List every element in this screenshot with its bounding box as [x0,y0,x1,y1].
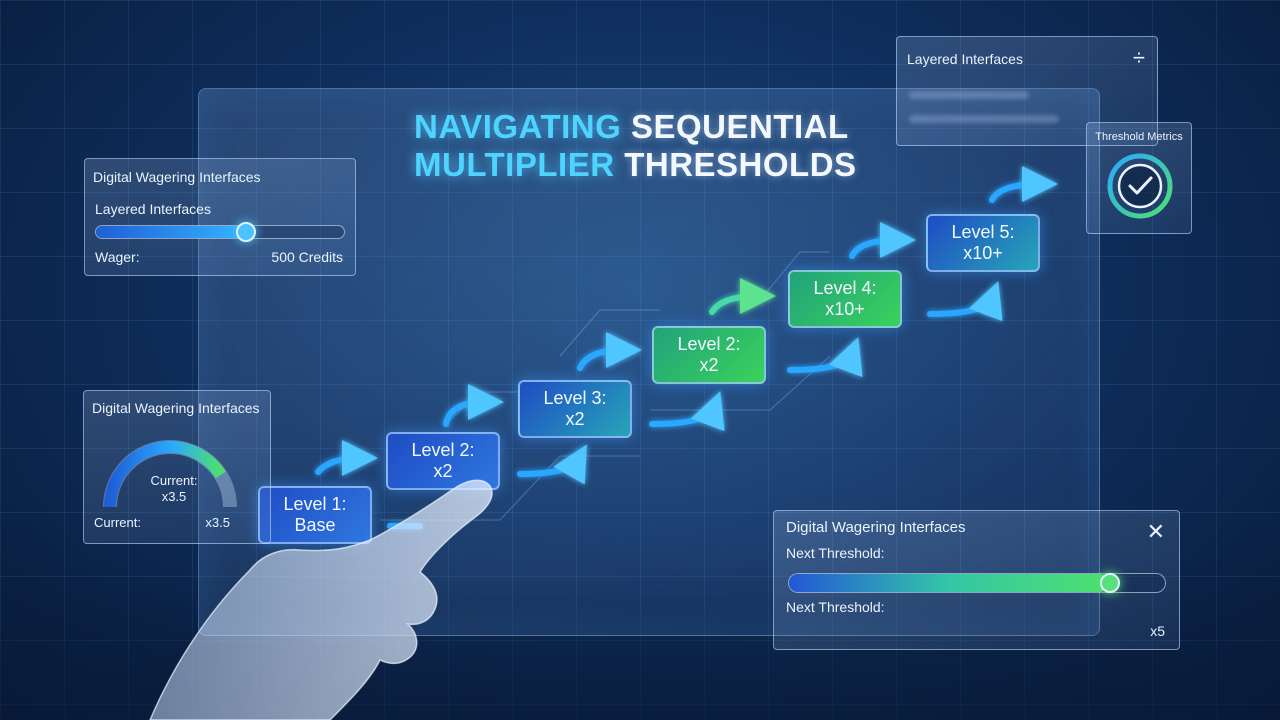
level-step-multiplier: x2 [565,409,585,429]
connector-line [650,355,831,411]
gauge-readout: Current: x3.5 [140,473,208,505]
wager-slider-handle[interactable] [235,222,256,242]
checkmark-icon [1107,153,1173,219]
page-title: NAVIGATING SEQUENTIAL MULTIPLIER THRESHO… [414,108,884,184]
wager-label: Wager: [95,249,140,265]
level-step-multiplier: x10+ [963,243,1003,263]
level-step-2[interactable]: Level 2: x2 [386,432,500,490]
arrow-up-4 [709,278,776,315]
level-step-multiplier: x2 [699,355,719,375]
blurred-text-line [909,115,1059,123]
next-threshold-label: Next Threshold: [786,545,885,561]
level-step-multiplier: x10+ [825,299,865,319]
current-multiplier-panel: Digital Wagering Interfaces Current: x3.… [83,390,271,544]
wager-slider[interactable] [95,222,345,242]
next-threshold-value: x5 [1150,623,1165,639]
title-word-multiplier: MULTIPLIER [414,146,615,183]
level-step-3[interactable]: Level 3: x2 [518,380,632,438]
level-step-4[interactable]: Level 2: x2 [652,326,766,384]
next-threshold-row: Next Threshold: x5 [786,599,1165,639]
next-threshold-panel: Digital Wagering Interfaces ✕ Next Thres… [773,510,1180,650]
layered-panel-title: Layered Interfaces [907,51,1023,67]
level-step-6[interactable]: Level 5: x10+ [926,214,1040,272]
wager-panel-title: Digital Wagering Interfaces [93,169,261,185]
arrow-low-3 [649,391,725,432]
connector-line [559,309,660,357]
level-step-label: Level 3: [543,388,607,408]
next-threshold-progress[interactable] [788,573,1166,593]
level-step-label: Level 4: [813,278,877,298]
blurred-text-line [909,91,1029,99]
next-panel-title: Digital Wagering Interfaces [786,519,966,536]
level-step-label: Level 2: [677,334,741,354]
next-threshold-fill [789,574,1109,592]
next-threshold-label-bottom: Next Threshold: [786,599,885,615]
arrow-low-2 [517,444,587,485]
level-step-label: Level 2: [411,440,475,460]
current-value: x3.5 [205,515,230,530]
gauge-readout-label: Current: [150,473,198,488]
wager-row: Wager: 500 Credits [95,249,343,265]
title-word-thresholds: THRESHOLDS [624,146,857,183]
arrow-up-5 [849,222,916,259]
next-threshold-handle[interactable] [1099,573,1120,593]
arrow-up-3 [577,332,642,371]
title-word-sequential: SEQUENTIAL [630,108,849,145]
gauge-panel-title: Digital Wagering Interfaces [92,400,260,416]
arrow-up-2 [443,384,504,427]
threshold-metrics-panel: Threshold Metrics [1086,122,1192,234]
gauge-readout-value: x3.5 [161,489,187,504]
level-step-1[interactable]: Level 1: Base [258,486,372,544]
gauge-fill [104,441,226,508]
wager-value: 500 Credits [271,249,343,265]
wager-panel: Digital Wagering Interfaces Layered Inte… [84,158,356,276]
level-step-5[interactable]: Level 4: x10+ [788,270,902,328]
level-step-label: Level 1: [283,494,347,514]
metrics-panel-title: Threshold Metrics [1095,131,1183,143]
level-step-label: Level 5: [951,222,1015,242]
wager-panel-subtitle: Layered Interfaces [95,201,211,217]
current-label: Current: [94,515,141,530]
arrow-up-1 [315,440,378,477]
wager-slider-fill [96,226,245,238]
level-step-multiplier: Base [294,515,336,535]
gauge-row: Current: x3.5 [94,515,230,530]
arrow-low-5 [927,281,1003,322]
layered-interfaces-panel: Layered Interfaces ÷ [896,36,1158,146]
divide-icon[interactable]: ÷ [1132,45,1145,70]
level-step-multiplier: x2 [433,461,453,481]
close-icon[interactable]: ✕ [1146,519,1165,544]
title-word-navigating: NAVIGATING [414,108,622,145]
arrow-low-4 [787,337,863,378]
arrow-up-6 [989,166,1058,203]
